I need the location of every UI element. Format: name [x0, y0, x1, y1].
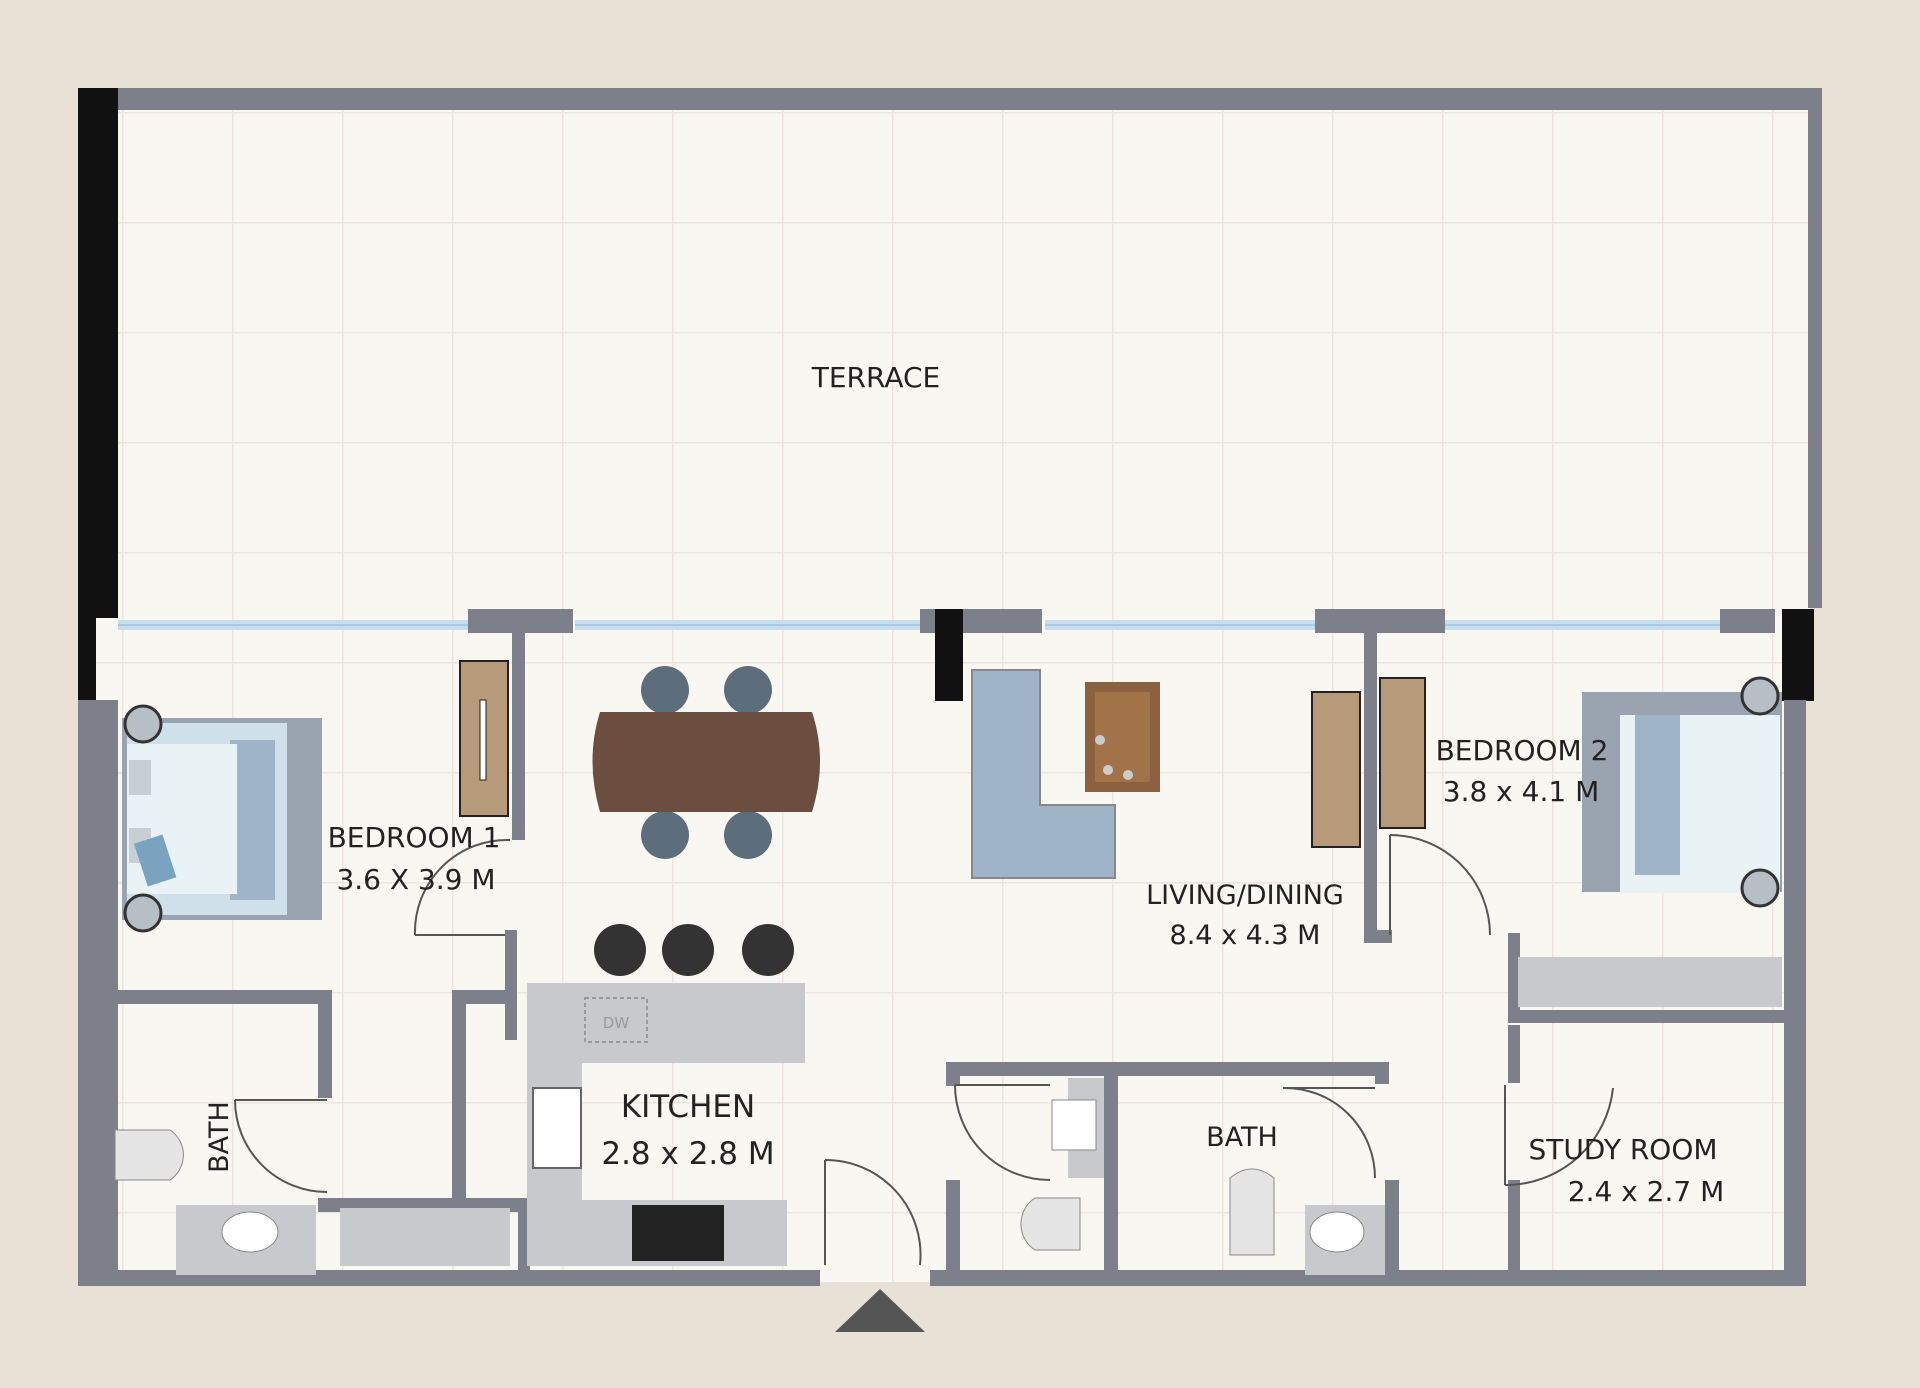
kitchen-counter: DW: [527, 983, 805, 1266]
bed2-icon: [1582, 676, 1782, 908]
glazing-facade: [118, 609, 1814, 701]
bath1-label: BATH: [204, 1101, 235, 1173]
sink-icon: [532, 1087, 582, 1169]
kitchen-label: KITCHEN: [621, 1089, 755, 1125]
bedroom2-wardrobe: [1518, 957, 1782, 1007]
bath1-fixtures: [114, 1129, 510, 1275]
interior-walls: [98, 628, 1784, 1286]
bathtub-icon: [1229, 1168, 1275, 1256]
room-labels: TERRACE BEDROOM 1 3.6 X 3.9 M LIVING/DIN…: [204, 361, 1724, 1208]
bedroom1-size: 3.6 X 3.9 M: [336, 863, 495, 896]
bedroom2-label: BEDROOM 2: [1436, 734, 1609, 767]
terrace-area: [78, 88, 1822, 700]
dining-table-icon: [592, 666, 820, 859]
study-label: STUDY ROOM: [1528, 1133, 1717, 1166]
study-size: 2.4 x 2.7 M: [1568, 1175, 1725, 1208]
toilet-icon: [114, 1129, 184, 1181]
living-wardrobe-icon: [1311, 677, 1426, 848]
kitchen-size: 2.8 x 2.8 M: [601, 1136, 774, 1172]
doors: [234, 834, 1614, 1266]
bar-stools: [594, 924, 794, 976]
bath2-label: BATH: [1206, 1122, 1278, 1153]
bed-icon: [122, 704, 322, 933]
bath2-fixtures: [1020, 1078, 1385, 1275]
entrance-arrow-icon: [835, 1289, 925, 1332]
living-size: 8.4 x 4.3 M: [1170, 920, 1321, 951]
wardrobe-icon: [459, 660, 509, 817]
terrace-label: TERRACE: [811, 361, 940, 394]
sink-icon: [221, 1211, 279, 1253]
stove-icon: [632, 1205, 724, 1261]
sofa-icon: [971, 669, 1160, 879]
toilet-icon: [1020, 1197, 1081, 1251]
dishwasher-label: DW: [603, 1014, 630, 1032]
bedroom1-label: BEDROOM 1: [328, 821, 501, 854]
bedroom2-size: 3.8 x 4.1 M: [1443, 775, 1600, 808]
sink-icon: [1051, 1099, 1097, 1151]
living-label: LIVING/DINING: [1146, 880, 1344, 911]
